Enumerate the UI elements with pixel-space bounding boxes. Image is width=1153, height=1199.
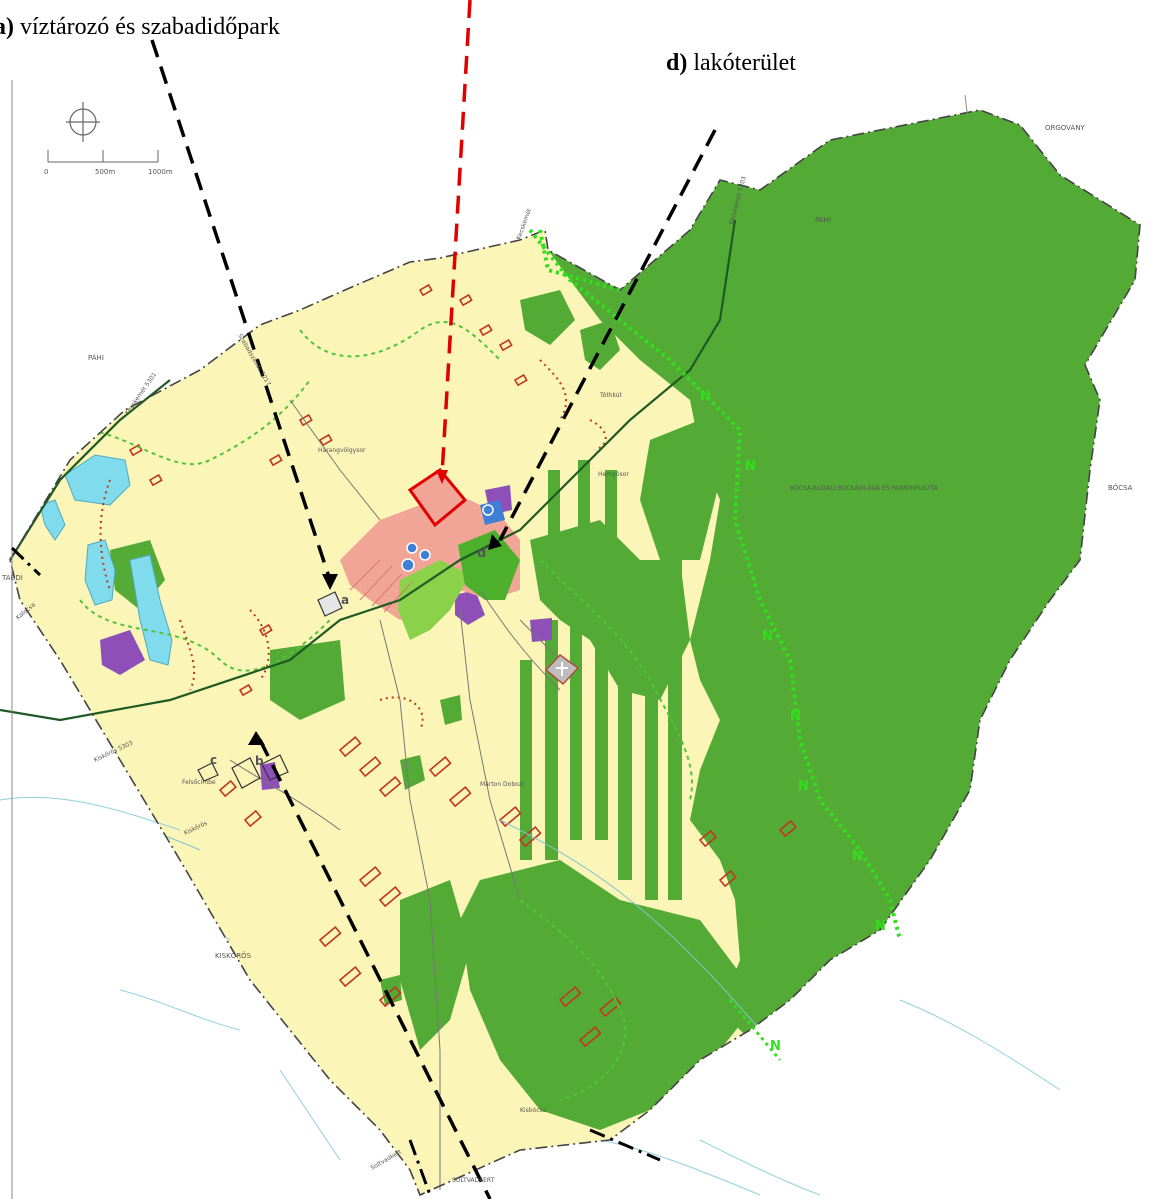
label-pahi-w: PÁHI [88, 353, 104, 362]
forest-patches [110, 290, 760, 1130]
natura-2000-boundary [528, 228, 902, 941]
site-b-label: b [255, 754, 264, 768]
label-kiskoros: KISKŐRÖS [215, 951, 252, 960]
centre-green [398, 560, 470, 640]
natura-n-labels: N N N N N N N N [700, 389, 886, 1054]
north-arrow-icon [66, 102, 100, 142]
admin-boundary [9, 109, 1141, 1197]
natura-2000-boundary-3 [728, 999, 782, 1061]
label-tabdi: TABDI [1, 574, 23, 582]
development-d [458, 530, 520, 600]
protected-forest-area [548, 110, 1140, 1040]
callout-a-letter: a) [0, 14, 14, 40]
label-felsocimbe: Felsőcimbe [182, 779, 216, 786]
callout-d-text: lakóterület [687, 50, 796, 76]
scale-1000: 1000m [148, 168, 173, 176]
label-kisbocsa: Kisbócsa [520, 1107, 547, 1114]
callout-a-text: víztározó és szabadidőpark [14, 14, 280, 40]
site-c-label: c [210, 753, 217, 767]
natura-n-label: N [852, 849, 863, 864]
road-kecskemet: Kecskemét [515, 207, 533, 241]
label-bocsa: BÓCSA [1108, 483, 1133, 492]
site-a-label: a [341, 593, 349, 607]
site-a-plot [317, 591, 343, 617]
road-soltvadkert: Soltvadkert [370, 1148, 404, 1172]
natura-n-label: N [770, 1039, 781, 1054]
callout-d: d) lakóterület [666, 50, 796, 77]
outer-canals [0, 796, 1061, 1196]
site-b-plot [231, 757, 261, 789]
natura-n-label: N [875, 919, 886, 934]
main-roads [0, 219, 737, 722]
callout-line-red [440, 0, 472, 476]
label-tothkut: Tóthkút [599, 392, 623, 399]
callout-a: a) víztározó és szabadidőpark [0, 14, 280, 41]
label-pahi-ne: PÁHI [815, 215, 831, 224]
minor-roads [229, 399, 561, 1190]
natura-n-label: N [762, 629, 773, 644]
cemetery-icon [544, 654, 580, 686]
callout-arrowheads [248, 470, 502, 745]
callout-d-letter: d) [666, 50, 688, 76]
external-boundaries [10, 546, 661, 1196]
protected-zone-lines [59, 320, 693, 1101]
label-harangvolgysor: Harangvölgysor [318, 447, 366, 454]
label-soltvadkert: SOLTVADKERT [452, 1177, 495, 1184]
scale-0: 0 [44, 168, 48, 176]
sheet-edges [11, 80, 969, 1199]
service-icons [401, 504, 494, 572]
label-protected-area: BÓCSA-BUGACI BUCKAVILÁGA ÉS HOMOKPUSZTA [790, 484, 939, 492]
label-hernyosor: Hernyósor [598, 471, 629, 478]
site-b-plot-2 [261, 754, 289, 781]
red-dotted-boundaries [99, 359, 607, 731]
water-reservoirs [39, 454, 173, 666]
label-marton-dobozi: Márton Dobozi [480, 781, 524, 788]
natura-n-label: N [700, 389, 711, 404]
building-outlines [128, 283, 797, 1048]
site-c-plot [197, 762, 219, 782]
label-orgovany: ORGOVÁNY [1045, 123, 1086, 132]
hatched-zone [349, 559, 413, 613]
site-d-label: d [477, 546, 486, 561]
natura-n-label: N [798, 779, 809, 794]
natura-n-label: N [745, 459, 756, 474]
scale-bar [47, 150, 159, 163]
scale-500: 500m [95, 168, 115, 176]
highlighted-plot [407, 468, 468, 528]
callout-lines [150, 39, 717, 1199]
natura-n-label: N [790, 709, 801, 724]
